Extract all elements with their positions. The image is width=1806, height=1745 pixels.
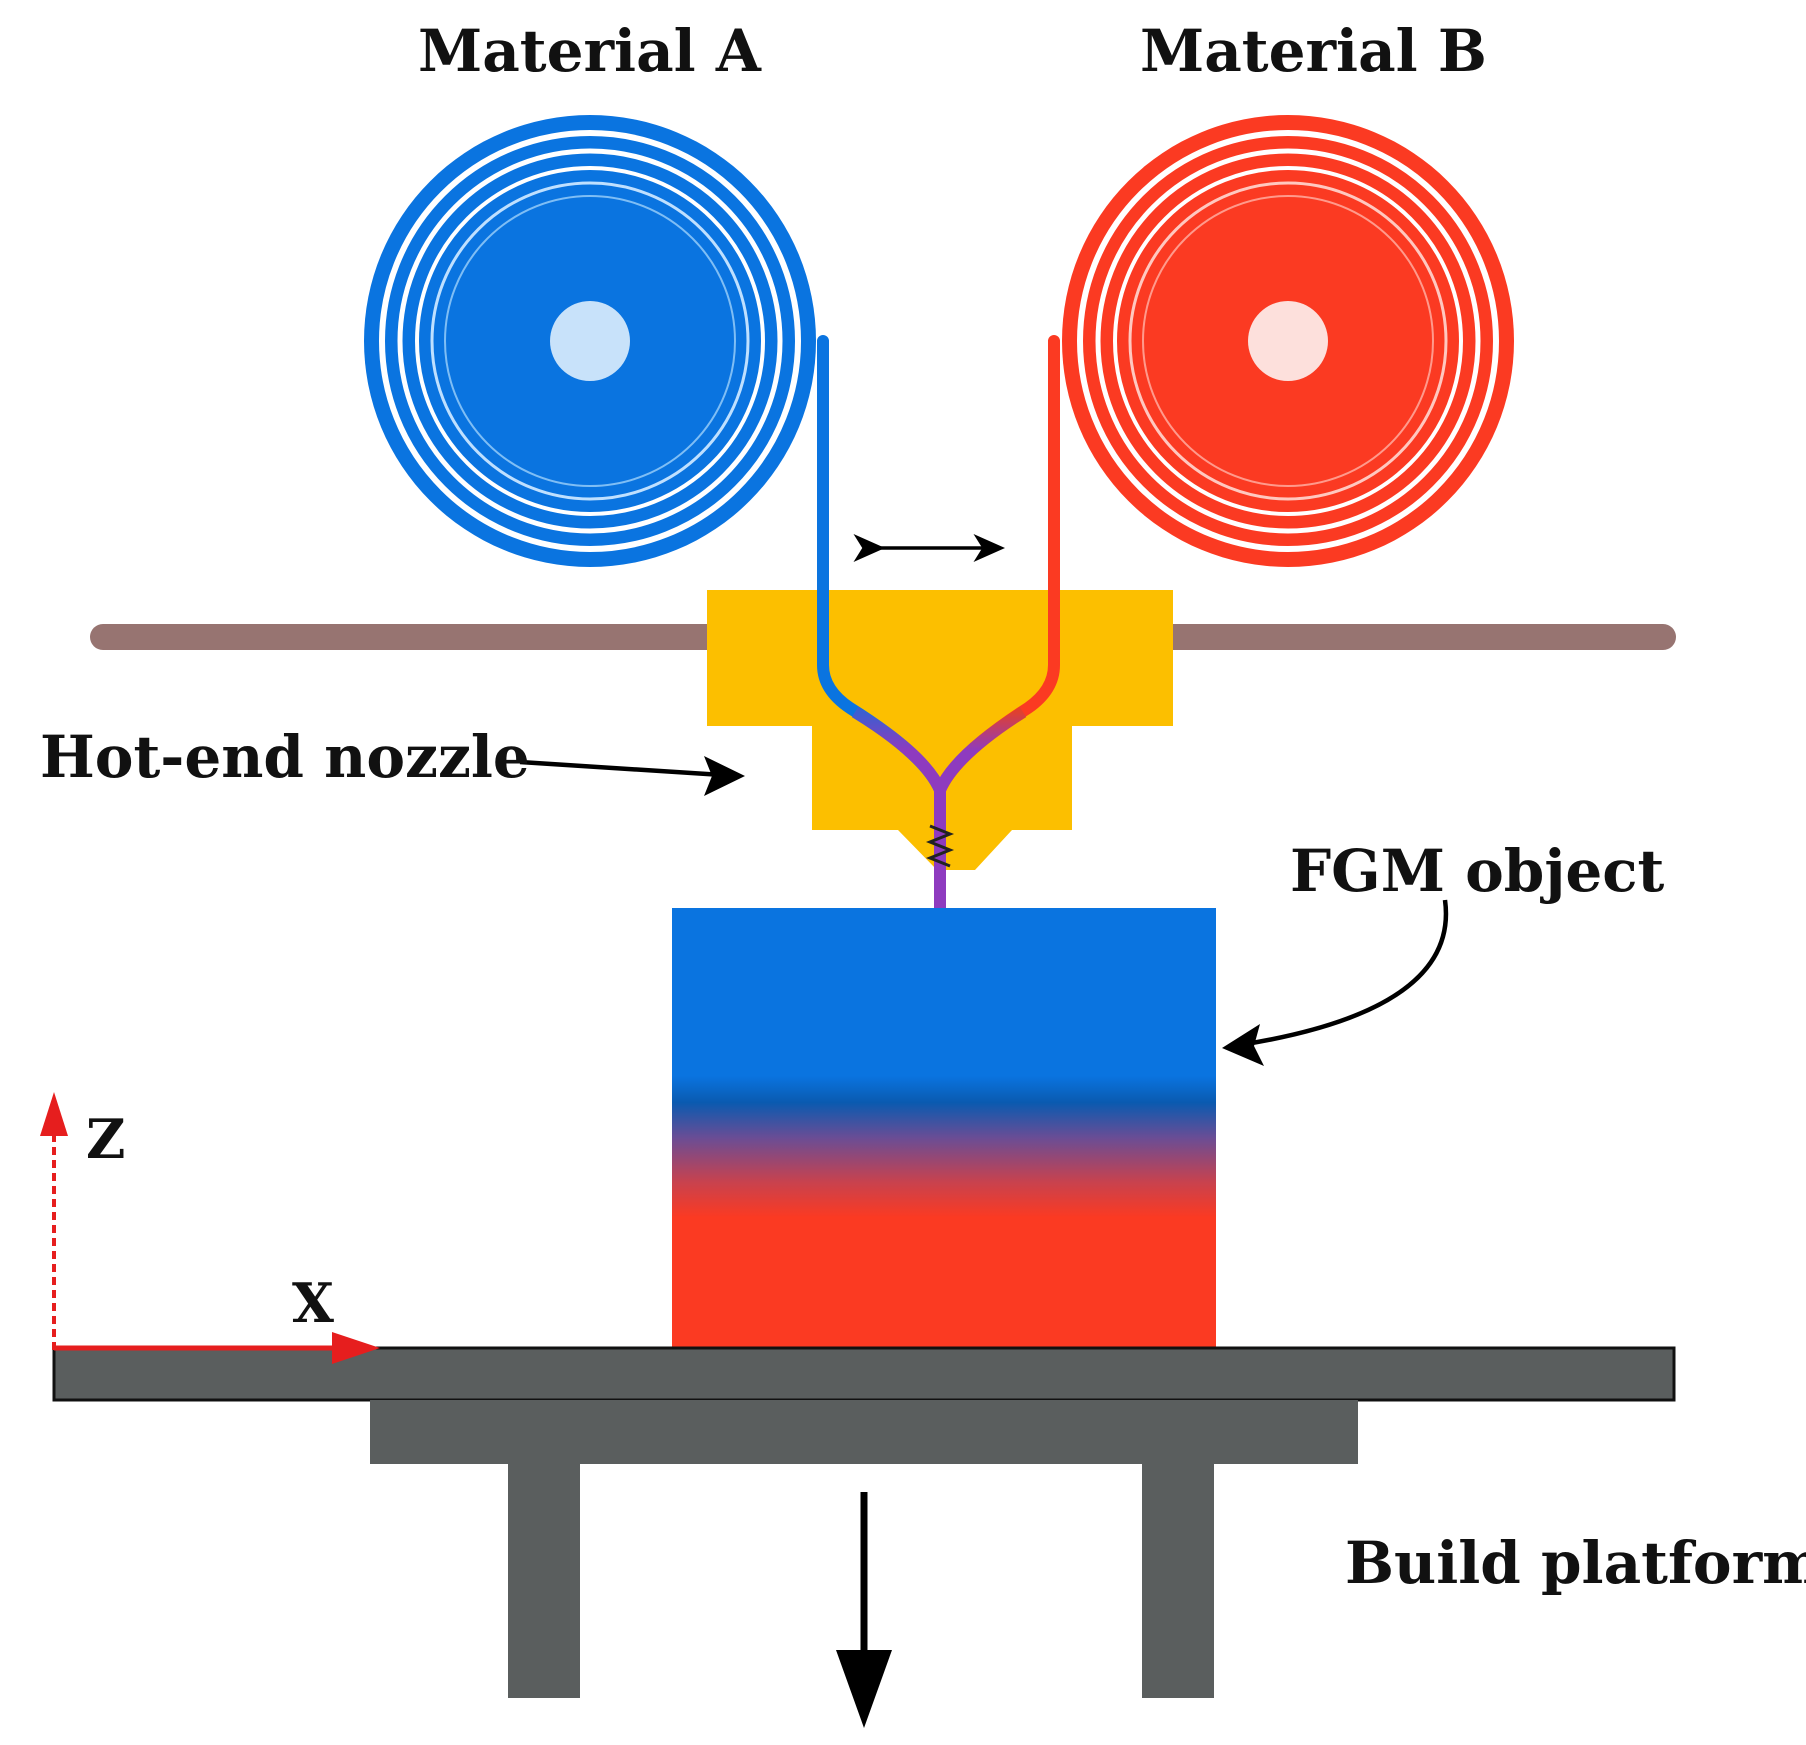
- nozzle-pointer-arrow: [519, 759, 739, 779]
- build-platform-icon: [52, 1346, 1676, 1698]
- material-a-label: Material A: [418, 17, 761, 85]
- material-b-label: Material B: [1140, 17, 1487, 85]
- fgm-object: [672, 908, 1216, 1350]
- fgm-pointer-arrow: [1239, 899, 1449, 1048]
- build-platform-label: Build platform: [1345, 1529, 1806, 1597]
- arrow-down-icon: [836, 1492, 892, 1728]
- spool-a-icon: [364, 115, 816, 567]
- hot-end-nozzle-label: Hot-end nozzle: [40, 723, 530, 791]
- xz-axis-indicator: [40, 1092, 380, 1364]
- x-axis-label: X: [292, 1271, 334, 1335]
- mixer-coil: [925, 824, 955, 868]
- fgm-object-label: FGM object: [1290, 837, 1665, 905]
- z-axis-label: Z: [86, 1107, 126, 1171]
- spool-b-icon: [1062, 115, 1514, 567]
